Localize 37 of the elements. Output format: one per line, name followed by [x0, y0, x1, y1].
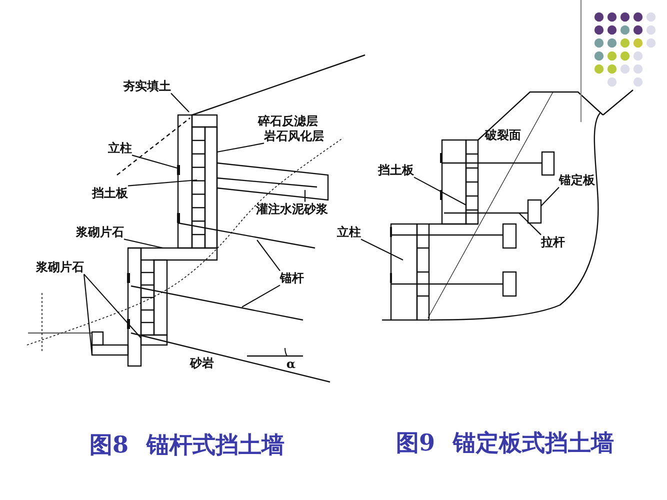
column-label: 立柱 [108, 140, 132, 156]
leader-line [83, 274, 93, 356]
leader-line [256, 240, 280, 272]
fracture-plane-label: 破裂面 [485, 128, 521, 142]
panel-label: 挡土板 [378, 162, 414, 178]
column-label: 立柱 [337, 224, 361, 240]
panel-label: 挡土板 [92, 186, 128, 200]
anchor-rod-label: 锚杆 [280, 270, 304, 286]
leader-line [128, 179, 198, 186]
leader-line [170, 92, 190, 112]
anchor-plate [527, 199, 542, 224]
leader-line [304, 190, 306, 202]
leader-line [242, 284, 280, 308]
anchor-rod [130, 332, 330, 383]
rock-label: 砂岩 [190, 356, 214, 370]
leader-line [124, 238, 164, 249]
layer-label: 碎石反滤层 [258, 114, 318, 128]
anchor-rod [178, 222, 316, 249]
leader-line [540, 186, 560, 206]
leader-line [132, 154, 178, 169]
fill-soil-label: 夯实填土 [123, 78, 171, 94]
leader-line [414, 176, 466, 206]
leader-line [216, 142, 264, 153]
grout-label: 灌注水泥砂浆 [256, 202, 328, 216]
figure-caption: 图8 锚杆式挡土墙 [90, 430, 284, 460]
tie-rod-label: 拉杆 [541, 234, 565, 250]
leader-line [360, 238, 404, 260]
leader-line [84, 274, 142, 338]
masonry-label: 浆砌片石 [36, 260, 84, 274]
panel-column [465, 139, 479, 225]
angle-label: α [286, 356, 296, 372]
leader-line [518, 212, 542, 236]
anchor-plate-label: 锚定板 [559, 172, 595, 188]
anchor-rod [130, 285, 304, 321]
layer-label: 岩石风化层 [264, 128, 324, 144]
figure-caption: 图9 锚定板式挡土墙 [396, 428, 614, 458]
masonry-label: 浆砌片石 [76, 224, 124, 240]
